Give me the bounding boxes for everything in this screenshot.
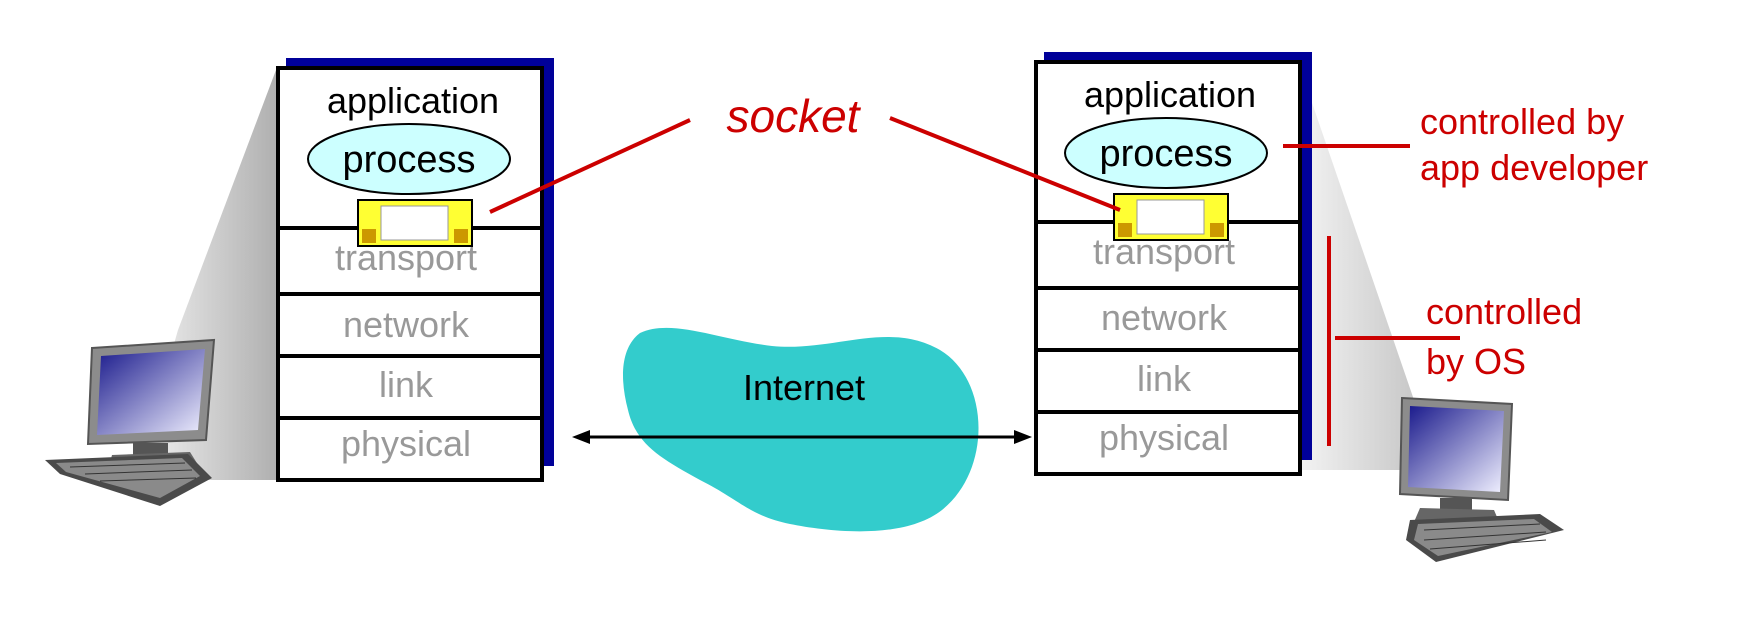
left-physical-label: physical xyxy=(341,423,471,464)
app-developer-label-line1: controlled by xyxy=(1420,101,1624,142)
socket-label: socket xyxy=(727,90,862,142)
socket-pointer-right xyxy=(889,116,1121,212)
left-protocol-stack: application process transport network li… xyxy=(276,58,554,482)
os-label-line2: by OS xyxy=(1426,341,1526,382)
left-process-ellipse xyxy=(307,123,511,195)
socket-pointer-left xyxy=(489,118,691,214)
right-network-label: network xyxy=(1101,297,1228,338)
left-network-label: network xyxy=(343,304,470,345)
left-application-label: application xyxy=(327,80,499,121)
right-computer-icon xyxy=(1398,396,1564,562)
left-process-label: process xyxy=(342,139,475,181)
left-stack-frame xyxy=(276,66,544,482)
left-link-label: link xyxy=(379,364,434,405)
right-socket-icon xyxy=(1113,193,1229,241)
right-process-label: process xyxy=(1099,133,1232,175)
internet-cloud xyxy=(623,327,979,532)
physical-link-arrow xyxy=(572,430,1032,444)
right-projection-beam xyxy=(1298,62,1414,470)
right-protocol-stack: application process transport network li… xyxy=(1034,52,1414,476)
right-process-ellipse xyxy=(1064,117,1268,189)
right-application-label: application xyxy=(1084,74,1256,115)
app-developer-label-line2: app developer xyxy=(1420,147,1648,188)
left-socket-icon xyxy=(357,199,473,247)
right-physical-label: physical xyxy=(1099,417,1229,458)
right-link-label: link xyxy=(1137,358,1192,399)
left-computer-icon xyxy=(45,338,216,506)
internet-label: Internet xyxy=(743,367,865,408)
os-label-line1: controlled xyxy=(1426,291,1582,332)
